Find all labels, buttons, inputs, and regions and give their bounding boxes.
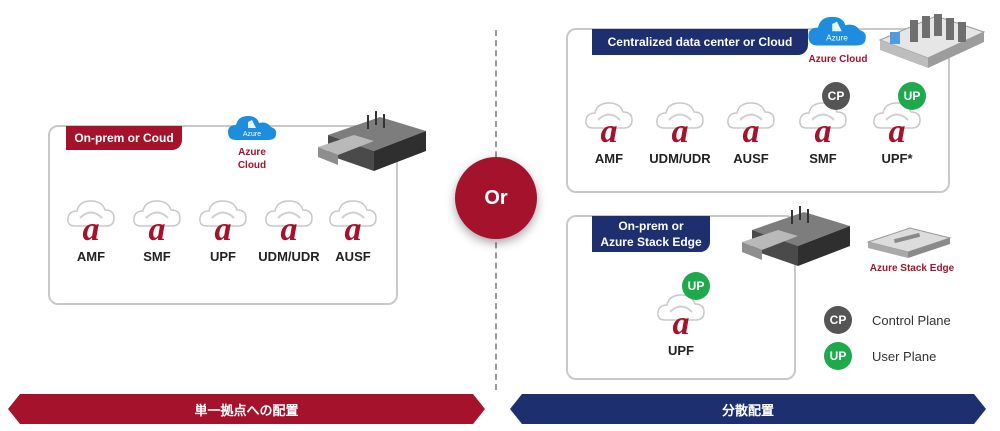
svg-text:a: a — [149, 211, 166, 242]
azure-stack-edge-caption: Azure Stack Edge — [869, 263, 955, 274]
tag-line: Azure Stack Edge — [600, 235, 702, 249]
nf-smf: a SMF — [122, 196, 192, 264]
nf-upf: a UPF — [646, 290, 716, 358]
nf-upf: a UPF — [188, 196, 258, 264]
svg-text:a: a — [673, 305, 690, 336]
on-prem-or-cloud-tag: On-prem or Coud — [66, 126, 182, 150]
banner-label: 分散配置 — [721, 402, 774, 418]
tag-label: On-prem or Coud — [74, 131, 174, 145]
tag-line: On-prem or — [618, 219, 684, 233]
svg-text:a: a — [215, 211, 232, 242]
nf-cloud-a-icon: a — [67, 200, 115, 248]
nf-udm-udr: a UDM/UDR — [645, 98, 715, 166]
server-appliance-icon — [742, 200, 854, 270]
nf-label: SMF — [809, 151, 837, 166]
legend-cp-badge: CP — [824, 306, 852, 334]
nf-label: AMF — [76, 249, 106, 264]
nf-label: SMF — [143, 249, 171, 264]
nf-label: UDM/UDR — [649, 151, 711, 166]
up-badge: UP — [898, 82, 926, 110]
legend-up-badge: UP — [824, 342, 852, 370]
svg-text:a: a — [601, 113, 618, 144]
azure-cloud-icon: Azure — [226, 112, 278, 142]
svg-text:a: a — [672, 113, 689, 144]
azure-cloud-caption: Azure Cloud — [226, 146, 278, 172]
legend-user-plane: User Plane — [872, 349, 937, 364]
nf-cloud-a-icon: a — [265, 200, 313, 248]
nf-cloud-a-icon: a — [329, 200, 377, 248]
nf-cloud-a-icon: a — [199, 200, 247, 248]
or-circle: Or — [455, 157, 537, 239]
edge-tag: On-prem or Azure Stack Edge — [592, 216, 710, 252]
svg-text:Azure: Azure — [826, 33, 848, 43]
nf-label: AMF — [594, 151, 624, 166]
svg-text:a: a — [743, 113, 760, 144]
nf-cloud-a-icon: a — [657, 294, 705, 342]
svg-text:Azure: Azure — [243, 131, 261, 138]
nf-ausf: a AUSF — [318, 196, 388, 264]
nf-label: UPF — [668, 343, 694, 358]
or-label: Or — [484, 186, 508, 209]
caption-line: Cloud — [237, 160, 267, 171]
svg-text:a: a — [815, 113, 832, 144]
nf-ausf: a AUSF — [716, 98, 786, 166]
nf-label: UDM/UDR — [258, 249, 320, 264]
nf-cloud-a-icon: a — [585, 102, 633, 150]
data-center-icon — [876, 6, 988, 70]
nf-amf: a AMF — [574, 98, 644, 166]
svg-text:a: a — [889, 113, 906, 144]
nf-cloud-a-icon: a — [656, 102, 704, 150]
azure-cloud-caption: Azure Cloud — [808, 54, 868, 65]
single-site-banner: 単一拠点への配置 — [8, 394, 485, 424]
nf-smf: a SMF — [788, 98, 858, 166]
nf-upf: a UPF* — [862, 98, 932, 166]
nf-label: AUSF — [733, 151, 769, 166]
nf-cloud-a-icon: a — [727, 102, 775, 150]
cp-badge: CP — [822, 82, 850, 110]
nf-label: UPF* — [881, 151, 913, 166]
nf-amf: a AMF — [56, 196, 126, 264]
central-cloud-tag: Centralized data center or Cloud — [592, 29, 808, 55]
caption-line: Azure — [238, 147, 266, 158]
nf-cloud-a-icon: a — [133, 200, 181, 248]
azure-cloud-icon: Azure — [806, 12, 868, 48]
legend-control-plane: Control Plane — [872, 313, 951, 328]
server-appliance-icon — [318, 105, 430, 175]
up-badge: UP — [682, 272, 710, 300]
nf-udm-udr: a UDM/UDR — [254, 196, 324, 264]
nf-label: UPF — [210, 249, 236, 264]
tag-label: Centralized data center or Cloud — [607, 35, 793, 49]
nf-label: AUSF — [335, 249, 371, 264]
banner-label: 単一拠点への配置 — [194, 402, 299, 418]
distributed-banner: 分散配置 — [510, 394, 986, 424]
azure-stack-edge-icon — [864, 224, 954, 260]
svg-text:a: a — [345, 211, 362, 242]
svg-text:a: a — [83, 211, 100, 242]
svg-text:a: a — [281, 211, 298, 242]
